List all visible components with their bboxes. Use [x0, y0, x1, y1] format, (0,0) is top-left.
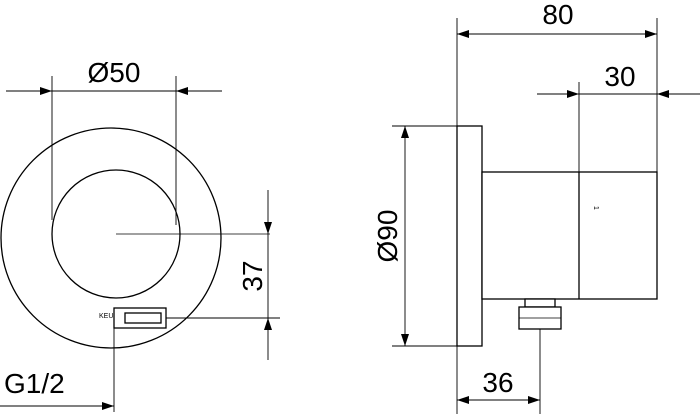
- thread-callout: G1/2: [0, 328, 115, 412]
- dim-front-diameter: Ø50: [6, 57, 222, 225]
- arrowhead: [102, 402, 114, 410]
- dim-label-side-outlet-position: 36: [482, 367, 513, 398]
- side-view: 1: [456, 125, 658, 347]
- dim-label-side-total-depth: 80: [542, 0, 573, 30]
- front-brand-mark: KEU: [99, 313, 113, 320]
- side-body: [481, 171, 658, 300]
- arrowhead: [657, 90, 669, 98]
- arrowhead: [457, 396, 469, 404]
- arrowhead: [645, 30, 657, 38]
- dim-front-offset: 37: [166, 190, 280, 360]
- dim-label-front-diameter: Ø50: [88, 57, 141, 88]
- arrowhead: [457, 30, 469, 38]
- dim-label-side-body-depth: 30: [604, 61, 635, 92]
- side-outlet-neck: [524, 298, 556, 308]
- arrowhead: [40, 87, 52, 95]
- front-outlet-thread: [124, 312, 162, 324]
- arrowhead: [401, 126, 409, 138]
- arrowhead: [401, 334, 409, 346]
- arrowhead: [264, 222, 272, 234]
- arrowhead: [528, 396, 540, 404]
- dim-side-plate-diameter: Ø90: [372, 125, 457, 347]
- arrowhead: [176, 87, 188, 95]
- dim-side-body-depth: 30: [537, 61, 700, 172]
- arrowhead: [264, 318, 272, 330]
- dim-label-side-plate-diameter: Ø90: [372, 210, 403, 263]
- front-view: KEU: [0, 127, 270, 349]
- arrowhead: [567, 90, 579, 98]
- front-outer-rosette: [0, 127, 222, 349]
- dim-label-front-offset: 37: [237, 260, 268, 291]
- dim-side-total-depth: 80: [456, 0, 658, 172]
- side-body-mark: 1: [592, 206, 599, 210]
- thread-label: G1/2: [4, 368, 65, 399]
- side-wall-plate: [456, 125, 483, 347]
- dim-side-outlet-position: 36: [456, 329, 541, 414]
